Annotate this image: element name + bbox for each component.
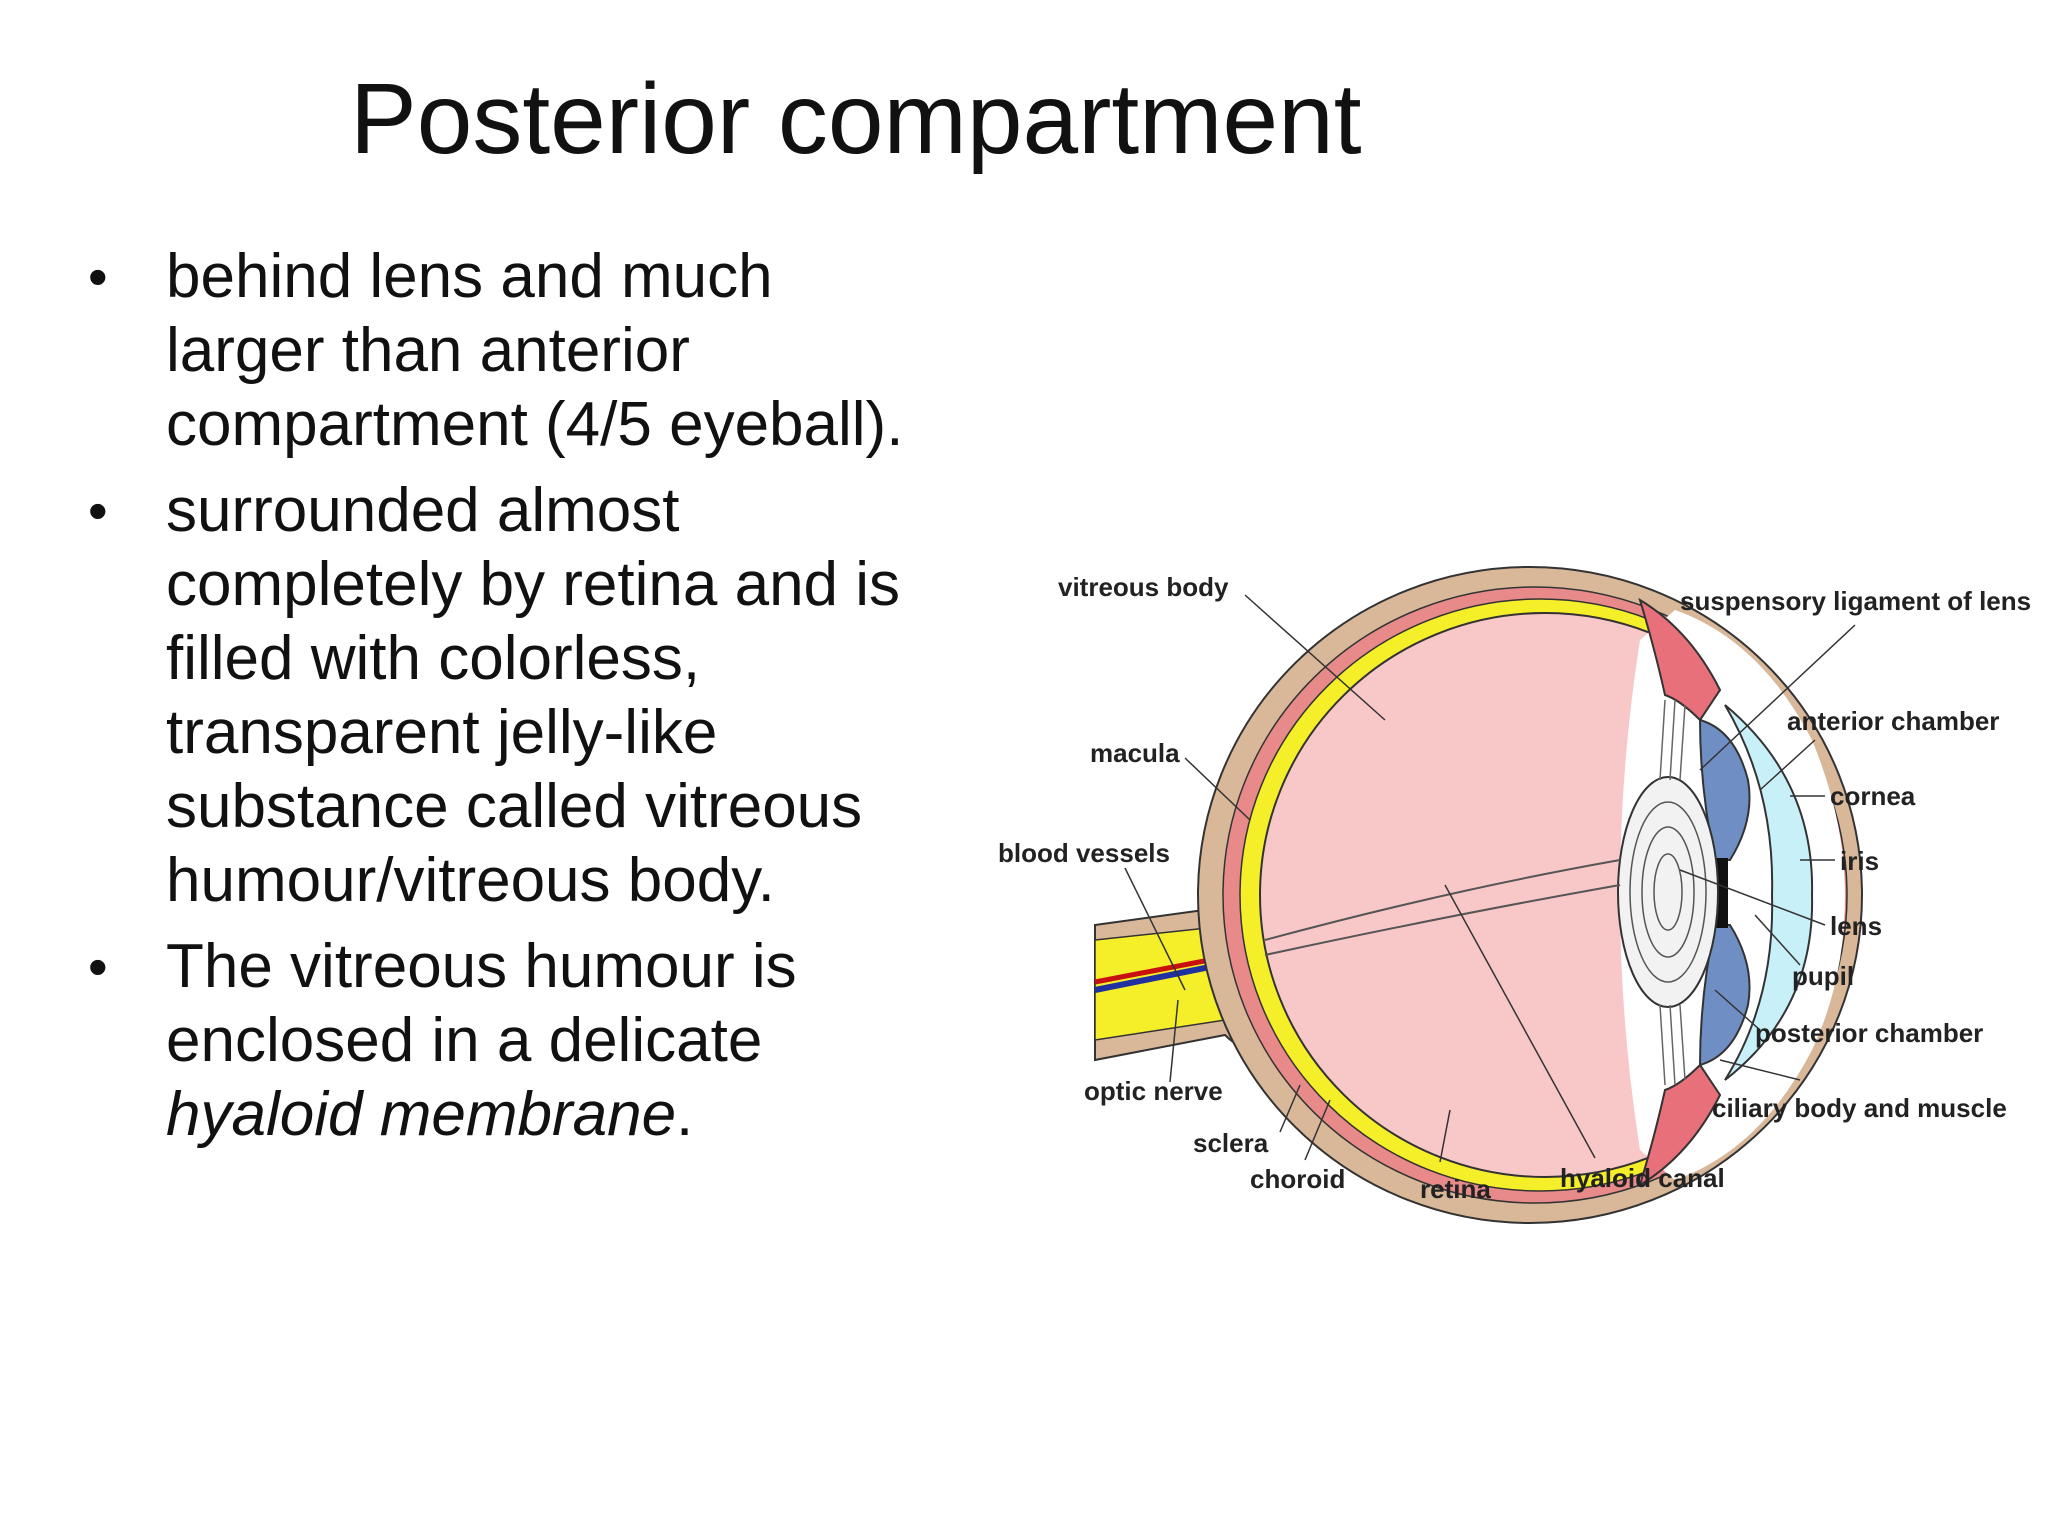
label-suspensory-ligament: suspensory ligament of lens (1680, 586, 2031, 616)
lens (1617, 776, 1719, 1008)
label-anterior-chamber: anterior chamber (1787, 706, 1999, 736)
label-ciliary-body: ciliary body and muscle (1712, 1093, 2007, 1123)
label-retina: retina (1420, 1174, 1491, 1204)
lens-ring (1629, 801, 1707, 983)
suspensory-ligament (1659, 699, 1686, 1086)
label-pupil: pupil (1792, 961, 1854, 991)
bullet-item: • behind lens and much larger than anter… (80, 240, 940, 462)
bullet-item: • The vitreous humour is enclosed in a d… (80, 930, 940, 1152)
label-optic-nerve: optic nerve (1084, 1076, 1223, 1106)
label-vitreous-body: vitreous body (1058, 572, 1229, 602)
bullet-item: • surrounded almost completely by retina… (80, 474, 940, 918)
bullet-dot-icon: • (88, 935, 108, 998)
label-hyaloid-canal: hyaloid canal (1560, 1163, 1725, 1193)
lens-ring (1653, 853, 1683, 931)
label-iris: iris (1840, 846, 1879, 876)
slide-title: Posterior compartment (350, 63, 1362, 175)
ciliary-body-top (1638, 597, 1722, 722)
bullet-text-italic: hyaloid membrane (166, 1080, 677, 1149)
ciliary-body-bottom (1638, 1063, 1722, 1188)
label-macula: macula (1090, 738, 1180, 768)
bullet-text: behind lens and much larger than anterio… (166, 242, 904, 459)
iris (1698, 718, 1751, 1067)
bullet-text-part: . (676, 1080, 694, 1149)
lens-ring (1641, 826, 1695, 958)
label-lens: lens (1830, 911, 1882, 941)
bullet-dot-icon: • (88, 479, 108, 542)
bullet-list: • behind lens and much larger than anter… (80, 240, 940, 1164)
bullet-text: The vitreous humour is enclosed in a del… (166, 930, 946, 1152)
hyaloid-canal (1264, 859, 1621, 956)
label-posterior-chamber: posterior chamber (1755, 1018, 1983, 1048)
bullet-text-part: The vitreous humour is enclosed in a del… (166, 932, 797, 1075)
label-blood-vessels: blood vessels (998, 838, 1170, 868)
cornea (1724, 704, 1814, 1081)
bullet-text: surrounded almost completely by retina a… (166, 476, 901, 915)
label-sclera: sclera (1193, 1128, 1269, 1158)
label-cornea: cornea (1830, 781, 1916, 811)
anterior-segment-bg (1620, 610, 1845, 1180)
label-choroid: choroid (1250, 1164, 1345, 1194)
bullet-dot-icon: • (88, 245, 108, 308)
leader-lines (1124, 594, 1856, 1163)
